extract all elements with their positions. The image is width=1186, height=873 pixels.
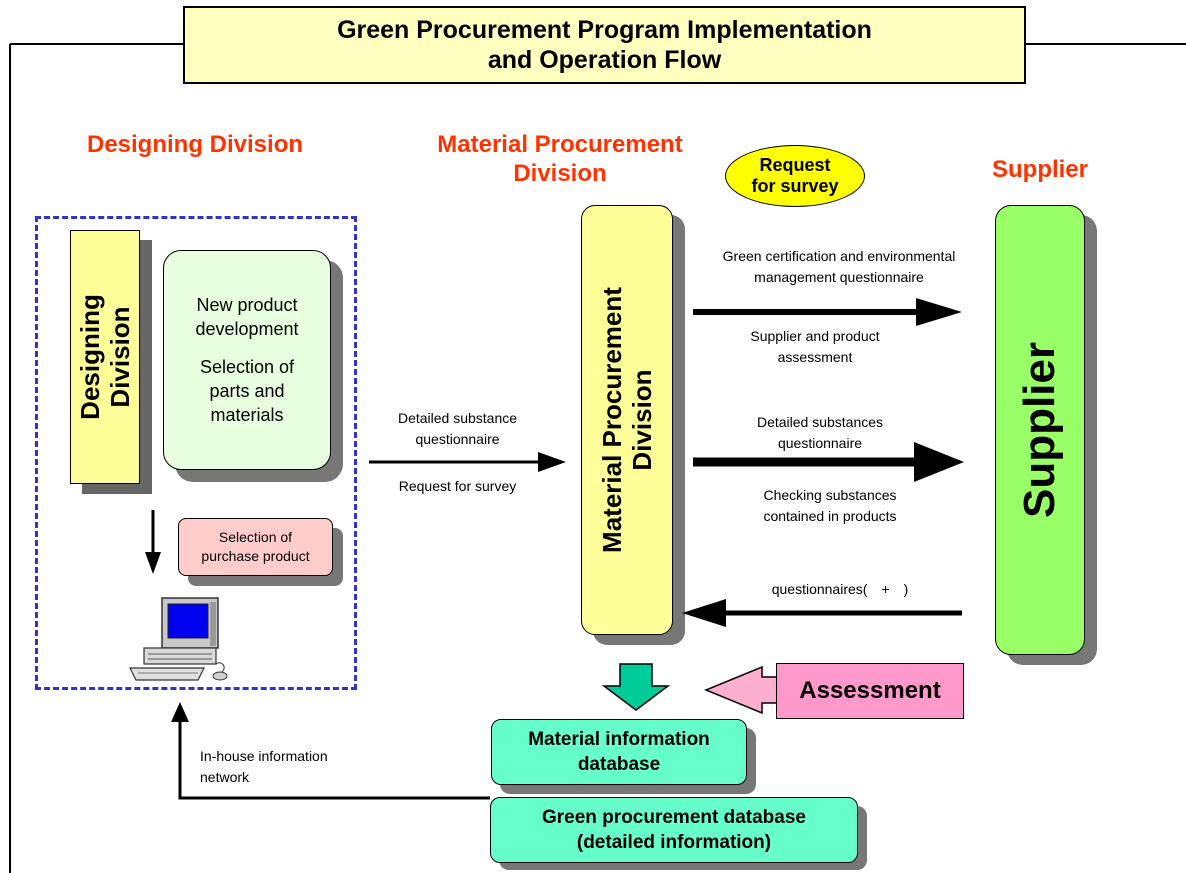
- title-line2: and Operation Flow: [487, 46, 722, 74]
- material-db-line2: database: [577, 754, 661, 775]
- detailed-substance-label: Detailed substance questionnaire: [370, 408, 545, 450]
- inhouse-network-line: [178, 718, 490, 800]
- designing-division-bar: Designing Division: [70, 230, 140, 484]
- green-db-line2: (detailed information): [576, 832, 772, 853]
- inhouse-line2: network: [200, 769, 250, 785]
- checking-line1: Checking substances: [763, 487, 897, 503]
- assessment-label-line2: assessment: [777, 349, 853, 365]
- inhouse-network-label: In-house information network: [200, 746, 400, 788]
- diagram-title: Green Procurement Program Implementation…: [183, 6, 1026, 84]
- dev-line3: Selection of: [199, 357, 295, 377]
- designing-division-container: [35, 216, 357, 690]
- supplier-heading: Supplier: [991, 156, 1088, 183]
- detailed-substances-line2: questionnaire: [777, 435, 863, 451]
- return-arrow-head: [682, 599, 726, 627]
- survey-arrow-head: [538, 452, 566, 472]
- oval-line1: Request: [759, 155, 831, 175]
- green-procurement-database: Green procurement database (detailed inf…: [490, 797, 858, 863]
- title-line1: Green Procurement Program Implementation: [337, 16, 872, 44]
- down-arrow-head: [145, 552, 161, 574]
- dev-line2: development: [195, 319, 299, 339]
- database-down-arrow: [601, 663, 671, 711]
- selection-purchase-box: Selection of purchase product: [178, 518, 333, 576]
- assessment-left-arrow: [704, 665, 779, 715]
- inhouse-network-arrow-head: [171, 702, 189, 722]
- oval-line2: for survey: [751, 176, 839, 196]
- detailed-substances-line1: Detailed substances: [756, 414, 884, 430]
- computer-icon: [129, 597, 228, 681]
- material-heading-line2: Division: [513, 160, 607, 187]
- assessment-label-line1: Supplier and product: [750, 328, 880, 344]
- green-cert-label: Green certification and environmental ma…: [683, 246, 995, 288]
- green-cert-label-line2: management questionnaire: [754, 269, 924, 285]
- dev-line1: New product: [196, 295, 298, 315]
- development-box: New product development Selection of par…: [163, 250, 331, 470]
- designing-division-heading: Designing Division: [86, 131, 304, 158]
- green-cert-arrow-head: [916, 298, 962, 326]
- material-heading-line1: Material Procurement: [437, 131, 683, 158]
- detailed-substance-line1: Detailed substance: [397, 410, 518, 426]
- material-procurement-bar: Material Procurement Division: [581, 205, 673, 635]
- request-for-survey-oval: Request for survey: [725, 145, 865, 207]
- material-procurement-heading: Material Procurement Division: [395, 130, 725, 188]
- green-cert-label-line1: Green certification and environmental: [722, 248, 956, 264]
- supplier-bar: Supplier: [995, 205, 1085, 655]
- material-db-line1: Material information: [528, 729, 710, 750]
- dev-line4: parts and: [209, 381, 285, 401]
- green-db-line1: Green procurement database: [542, 807, 806, 828]
- assessment-label: Supplier and product assessment: [715, 326, 915, 368]
- questionnaires-return-label: questionnaires( + ): [771, 581, 909, 597]
- detailed-substances-label: Detailed substances questionnaire: [720, 412, 920, 454]
- selection-line2: purchase product: [201, 548, 310, 564]
- substances-arrow-head: [914, 442, 964, 482]
- assessment-box: Assessment: [776, 663, 964, 719]
- material-information-database: Material information database: [491, 719, 747, 785]
- dev-line5: materials: [210, 405, 284, 425]
- request-for-survey-label: Request for survey: [398, 478, 517, 494]
- checking-substances-label: Checking substances contained in product…: [720, 485, 940, 527]
- inhouse-line1: In-house information: [200, 748, 328, 764]
- selection-line1: Selection of: [218, 529, 293, 545]
- detailed-substance-line2: questionnaire: [415, 431, 500, 447]
- checking-line2: contained in products: [763, 508, 897, 524]
